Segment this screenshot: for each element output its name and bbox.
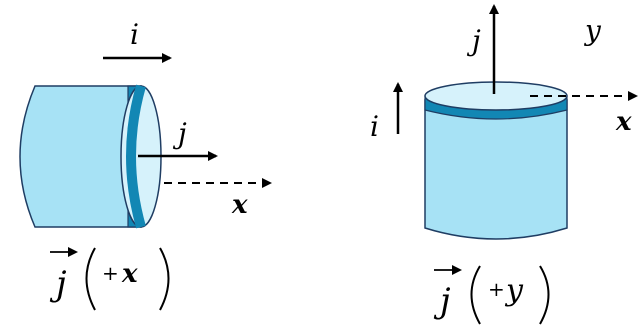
right-cylinder-body xyxy=(424,99,568,240)
right-cylinder-top-face xyxy=(424,81,568,111)
left-cylinder-band-edge xyxy=(126,84,146,229)
left-cylinder-body xyxy=(19,85,142,228)
left-x-axis-label: x xyxy=(231,190,248,220)
right-current-label: i xyxy=(370,110,379,143)
left-j-label: j xyxy=(172,117,187,150)
left-caption-axis: x xyxy=(121,259,138,289)
right-caption-sign: + xyxy=(488,277,505,301)
left-caption-vector: j xyxy=(49,264,67,304)
right-figure: i j y x j + y xyxy=(370,4,638,325)
right-caption-close-paren xyxy=(539,265,550,325)
left-caption-open-paren xyxy=(85,247,96,311)
left-current-label: i xyxy=(130,18,139,51)
left-caption: j + x xyxy=(49,247,170,311)
right-j-label: j xyxy=(466,24,481,57)
right-caption-vector: j xyxy=(433,281,451,321)
left-caption-close-paren xyxy=(159,247,170,311)
right-caption-open-paren xyxy=(470,265,481,325)
left-caption-sign: + xyxy=(102,261,119,285)
left-figure: i j x j + x xyxy=(19,18,272,311)
right-y-axis-label: y xyxy=(583,14,602,47)
right-caption-axis: y xyxy=(504,273,524,308)
right-x-axis-label: x xyxy=(615,107,632,137)
right-caption: j + y xyxy=(433,265,550,325)
